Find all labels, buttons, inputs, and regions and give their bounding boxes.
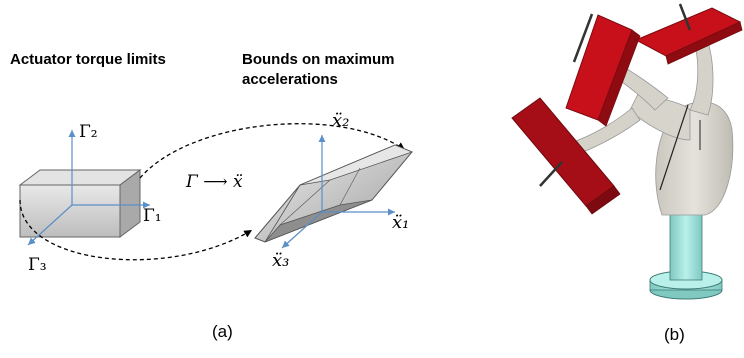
acceleration-bounds-heading-line1: Bounds on maximum (242, 51, 395, 68)
caption-b: (b) (664, 325, 685, 344)
gamma-2-label: Γ₂ (79, 122, 98, 142)
torque-axes (27, 130, 150, 246)
mapping-arcs (19, 123, 406, 261)
torque-limit-box (18, 169, 142, 238)
xdd-2-label: ẍ₂ (332, 110, 350, 131)
caption-a: (a) (212, 322, 233, 341)
robot-illustration (511, 3, 743, 300)
acceleration-bounds-heading-line2: accelerations (242, 71, 338, 88)
mapping-label: Γ ⟶ ẍ (186, 172, 243, 192)
xdd-1-label: ẍ₁ (392, 212, 410, 233)
xdd-3-label: ẍ₃ (272, 250, 290, 271)
gamma-3-label: Γ₃ (28, 255, 47, 275)
acceleration-polytope (254, 144, 414, 243)
torque-limits-heading: Actuator torque limits (10, 51, 166, 68)
gamma-1-label: Γ₁ (143, 206, 162, 226)
acceleration-axes (281, 135, 395, 249)
